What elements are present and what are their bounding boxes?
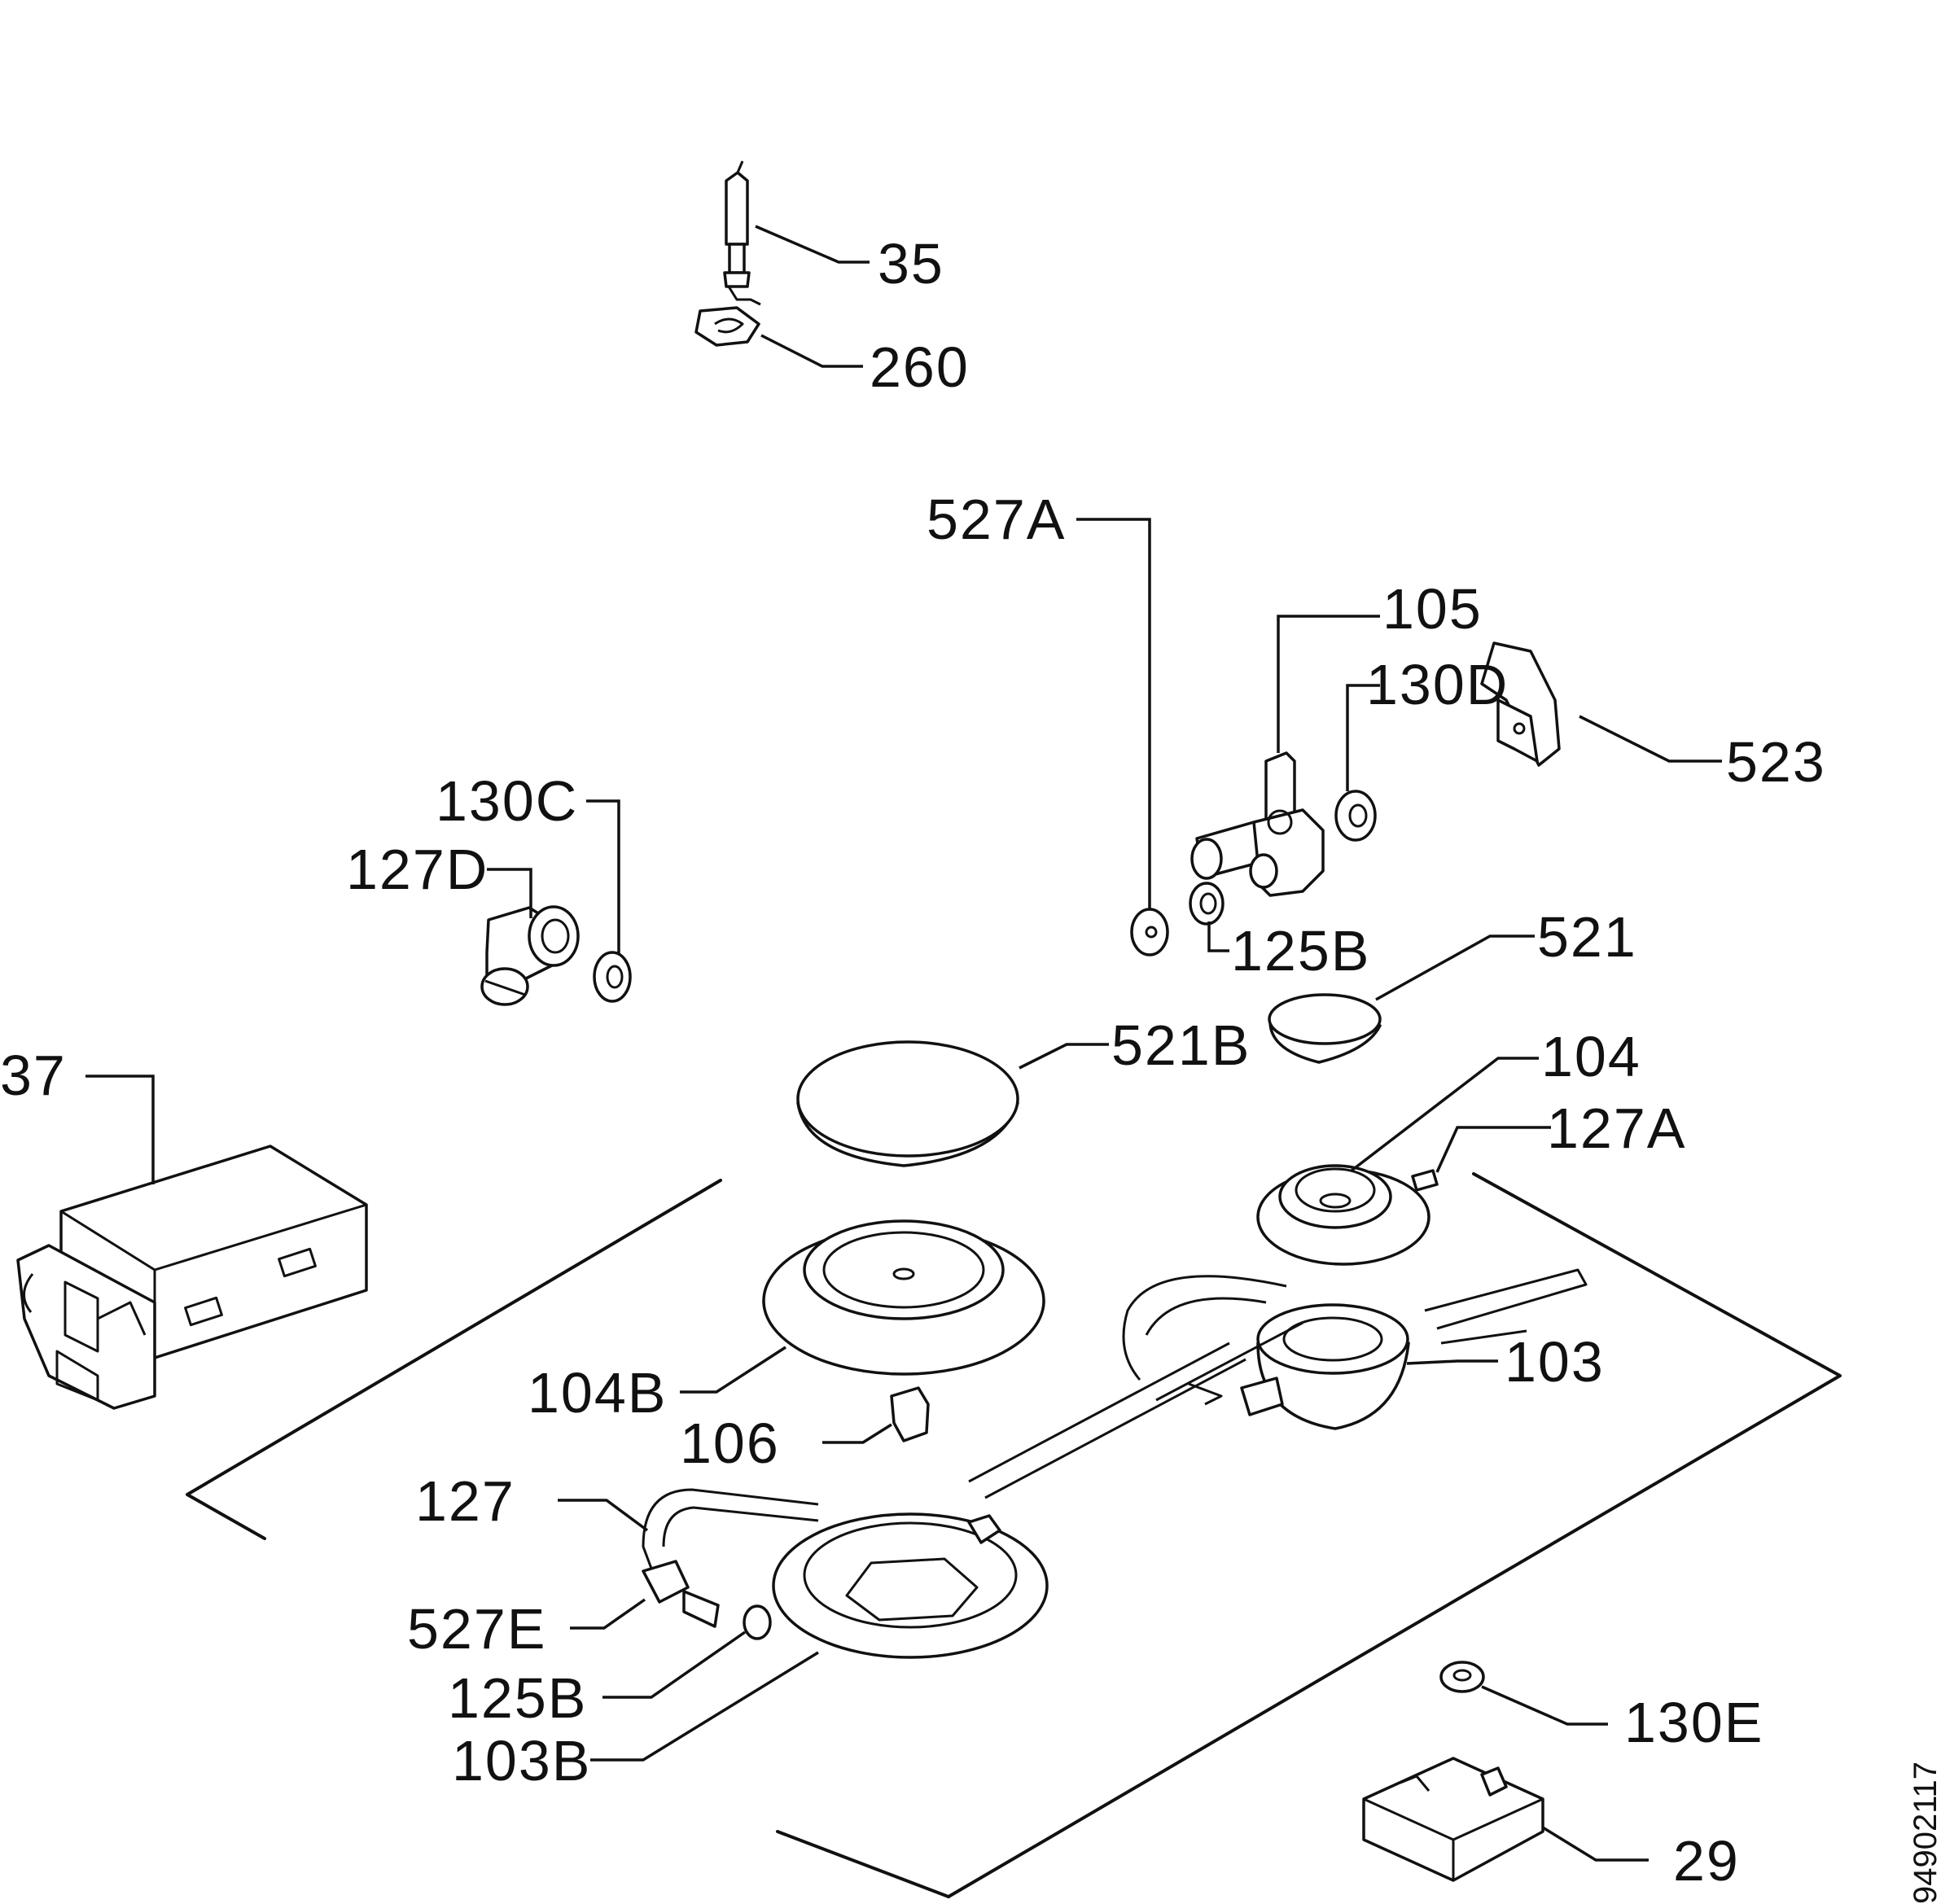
label-29: 29 [1673,1829,1740,1893]
label-130D: 130D [1366,653,1509,716]
injector-part-106 [890,1386,930,1442]
label-523: 523 [1726,730,1826,794]
document-number: 94902117 [1908,1762,1943,1904]
burner-cap-part-521B [796,1040,1019,1167]
gas-valve-part-105 [1190,751,1325,897]
clip-part-260 [694,306,760,347]
cap-part-125B-lower [743,1604,772,1640]
hob-outline [186,1172,1842,1898]
label-35: 35 [878,232,944,295]
label-260: 260 [870,335,970,399]
label-521B: 521B [1111,1013,1251,1077]
burner-cap-part-521 [1268,993,1382,1064]
label-527E: 527E [407,1597,546,1661]
cap-part-125B-upper [1189,882,1225,926]
label-127D: 127D [346,838,488,901]
leader-lines [85,225,1722,1862]
callout-labels: 35 260 527A 105 130D 523 130C 127D 125B … [0,232,1826,1893]
label-37: 37 [0,1044,67,1107]
label-105: 105 [1382,577,1483,641]
label-130C: 130C [436,769,578,833]
fitting-part-527E [642,1560,720,1628]
label-130E: 130E [1624,1691,1763,1754]
tube-part-127A [1411,1169,1439,1192]
label-127: 127 [415,1469,515,1533]
label-103B: 103B [452,1729,591,1792]
switch-part-29 [1362,1757,1544,1882]
label-527A: 527A [927,488,1066,551]
label-125B-lower: 125B [448,1666,587,1730]
burner-body-part-103B [772,1512,1049,1659]
elbow-fitting-part-127D [480,905,580,1006]
washer-part-130D [1334,790,1377,842]
tube-part-127 [642,1488,819,1580]
burner-head-part-104 [1256,1164,1430,1266]
label-125B-upper: 125B [1231,919,1370,983]
washer-part-130E [1439,1661,1485,1693]
washer-part-130C [593,951,632,1003]
gas-tubes [968,1321,1303,1499]
label-103: 103 [1505,1330,1605,1394]
ignition-generator-part-37 [16,1145,368,1410]
ignition-electrode-part-35 [723,160,761,306]
label-127A: 127A [1547,1096,1686,1160]
bracket-part-523 [1480,641,1561,767]
label-104B: 104B [528,1361,667,1425]
nut-part-527A [1130,908,1169,956]
label-521: 521 [1537,905,1637,969]
label-104: 104 [1541,1025,1641,1088]
label-106: 106 [680,1412,780,1475]
burner-head-part-104B [762,1219,1045,1376]
burner-body-part-103 [1122,1268,1588,1430]
